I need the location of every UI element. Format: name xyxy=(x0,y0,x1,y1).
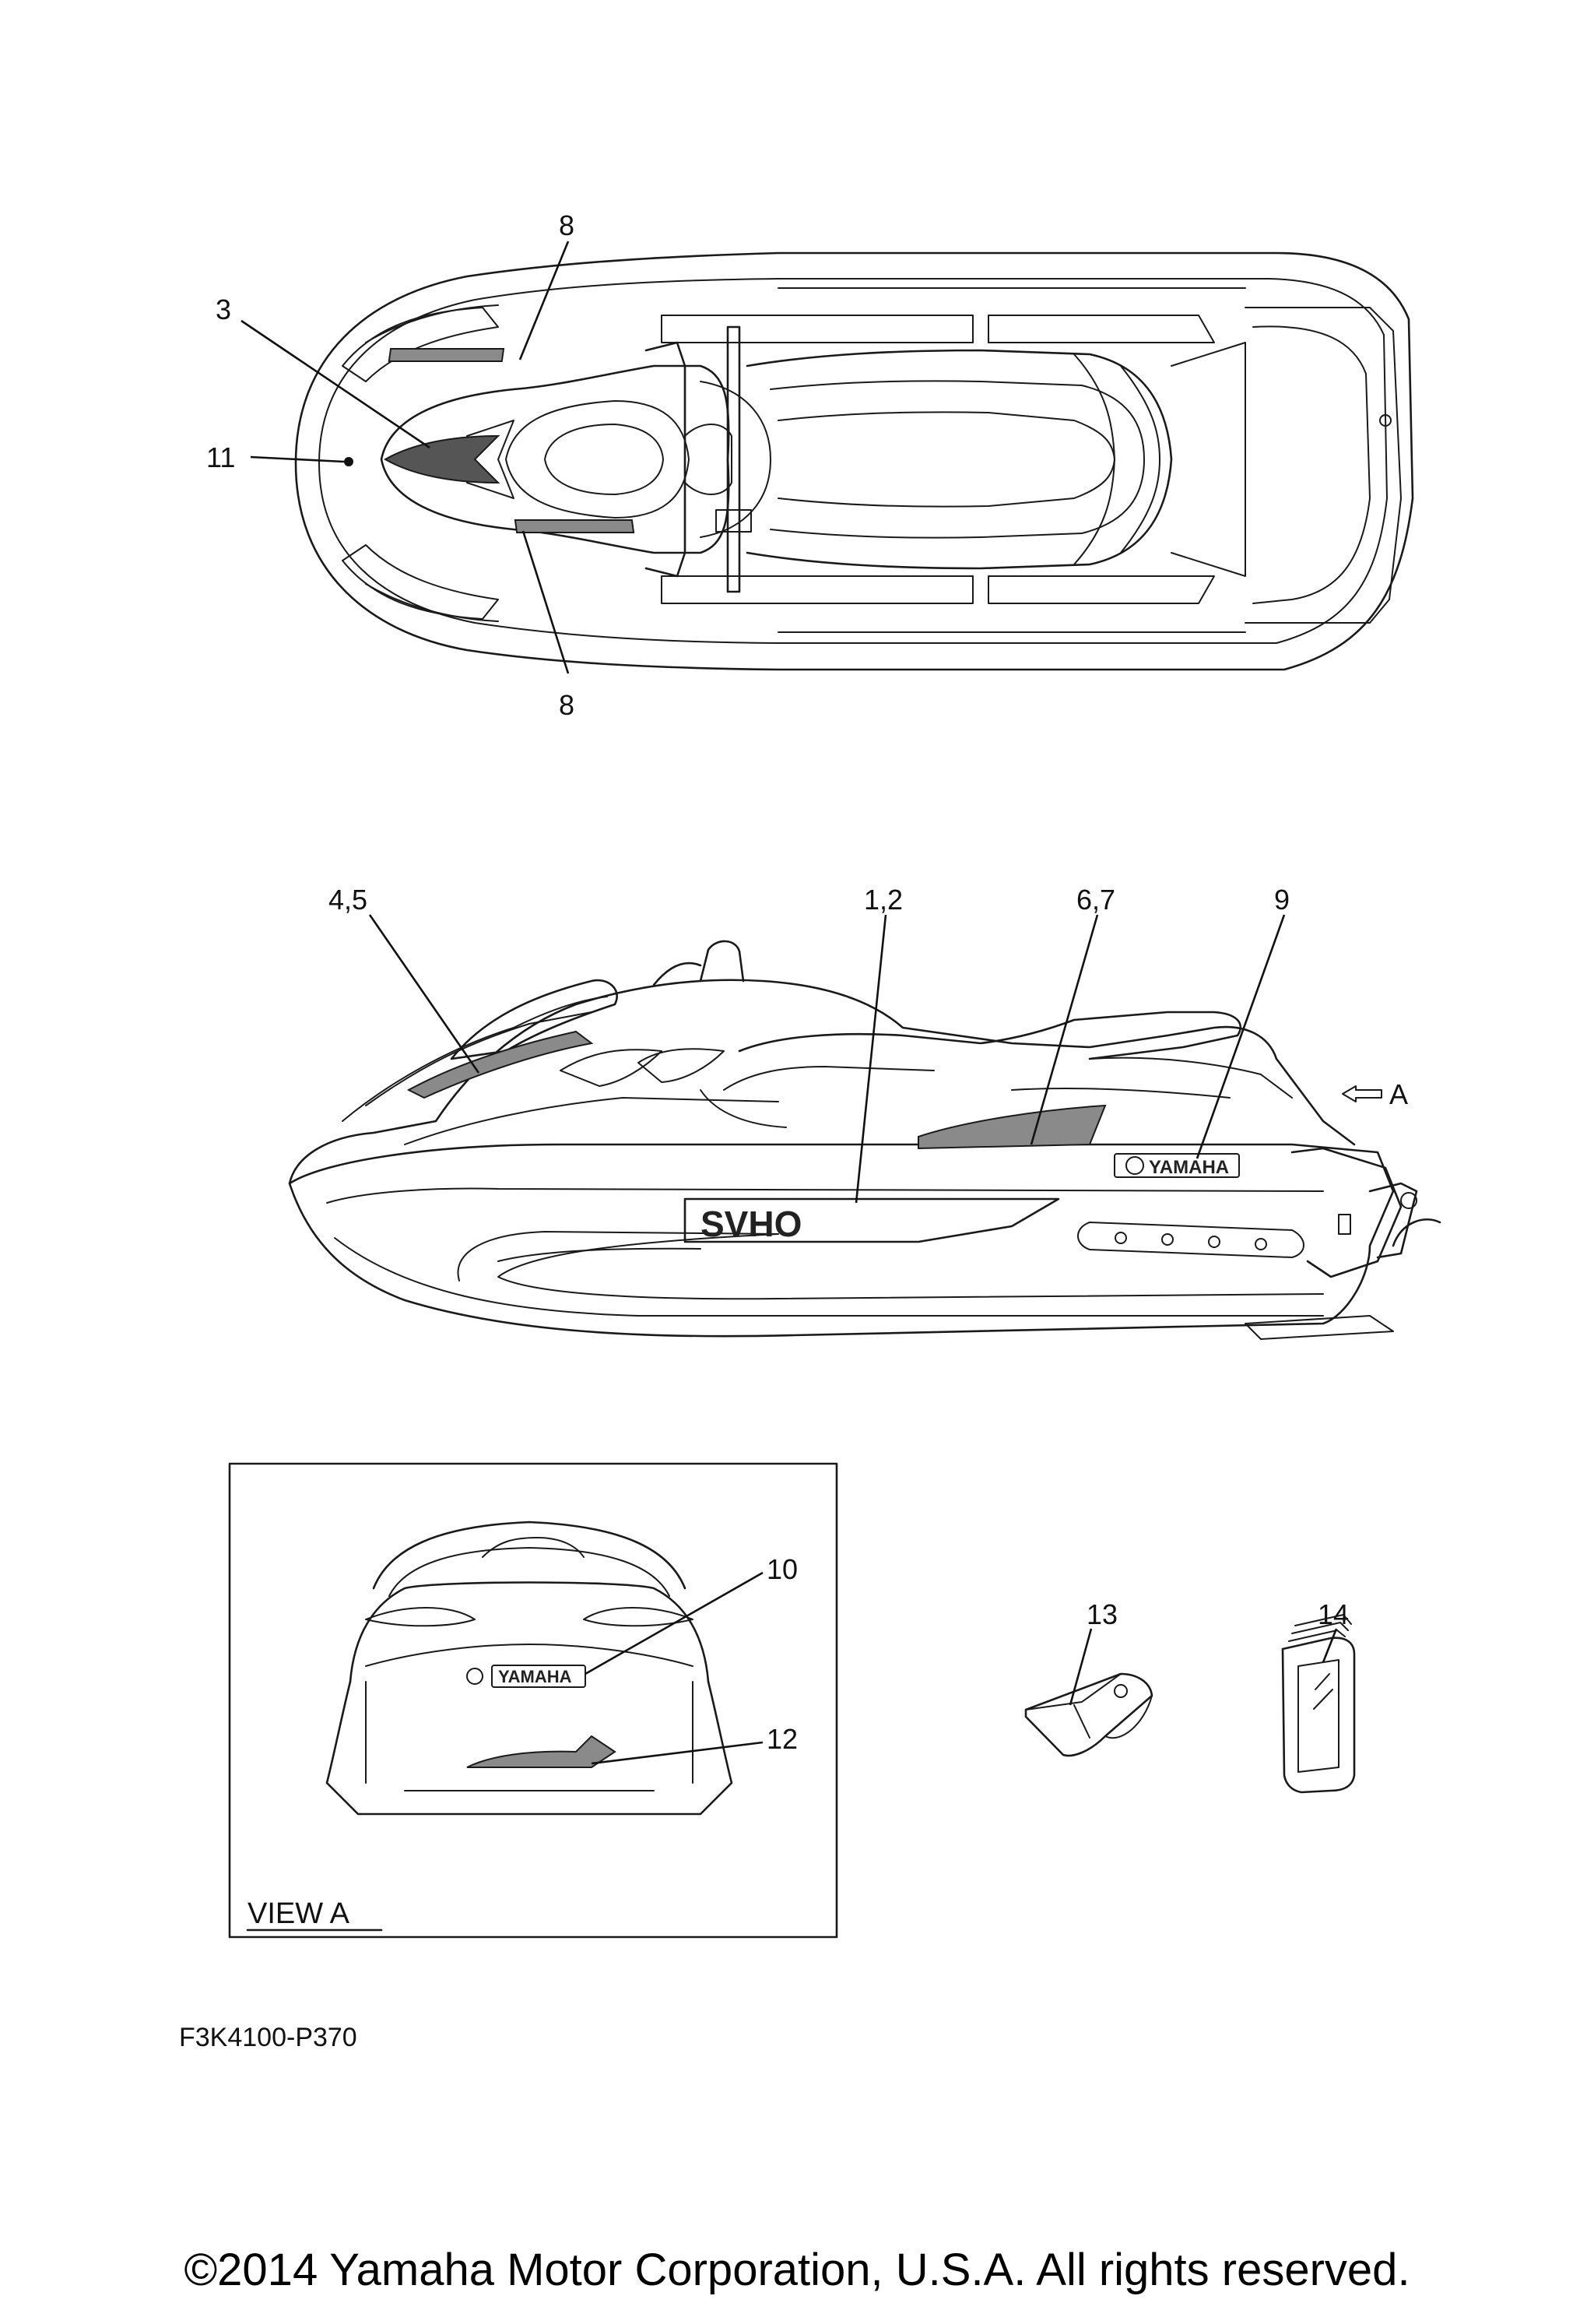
item-14-booklet xyxy=(1281,1614,1356,1794)
rear-brand-decal: YAMAHA xyxy=(498,1667,572,1686)
callout-8-upper: 8 xyxy=(559,209,574,241)
reference-code: F3K4100-P370 xyxy=(179,2023,357,2052)
item-13-leader xyxy=(1069,1628,1093,1706)
callout-8-lower: 8 xyxy=(559,689,574,721)
callout-10: 10 xyxy=(767,1553,798,1585)
callout-3: 3 xyxy=(216,294,231,325)
callout-13: 13 xyxy=(1087,1598,1118,1630)
callout-12: 12 xyxy=(767,1723,798,1755)
view-a-label: VIEW A xyxy=(248,1897,350,1930)
view-a-frame xyxy=(228,1462,838,1939)
top-view-leaders xyxy=(241,241,570,674)
side-view-watercraft: YAMAHA SVHO xyxy=(288,940,1441,1340)
view-a-leader-12 xyxy=(591,1741,764,1765)
view-a-marker: A xyxy=(1389,1078,1408,1110)
item-14-leader xyxy=(1322,1628,1338,1663)
callout-4-5: 4,5 xyxy=(328,884,367,916)
callout-6-7: 6,7 xyxy=(1076,884,1115,916)
side-view-leaders xyxy=(368,914,1286,1204)
callout-9: 9 xyxy=(1274,884,1290,916)
copyright-notice: ©2014 Yamaha Motor Corporation, U.S.A. A… xyxy=(184,2245,1410,2295)
top-view-watercraft xyxy=(294,251,1414,671)
item-13-pouch xyxy=(1024,1672,1153,1757)
callout-14: 14 xyxy=(1318,1598,1349,1630)
view-a-rear-watercraft: YAMAHA xyxy=(325,1521,733,1816)
side-brand-decal: YAMAHA xyxy=(1149,1157,1229,1178)
view-a-leader-10 xyxy=(585,1571,764,1675)
callout-11: 11 xyxy=(206,441,235,473)
callout-1-2: 1,2 xyxy=(864,884,903,916)
side-model-decal: SVHO xyxy=(700,1204,802,1244)
